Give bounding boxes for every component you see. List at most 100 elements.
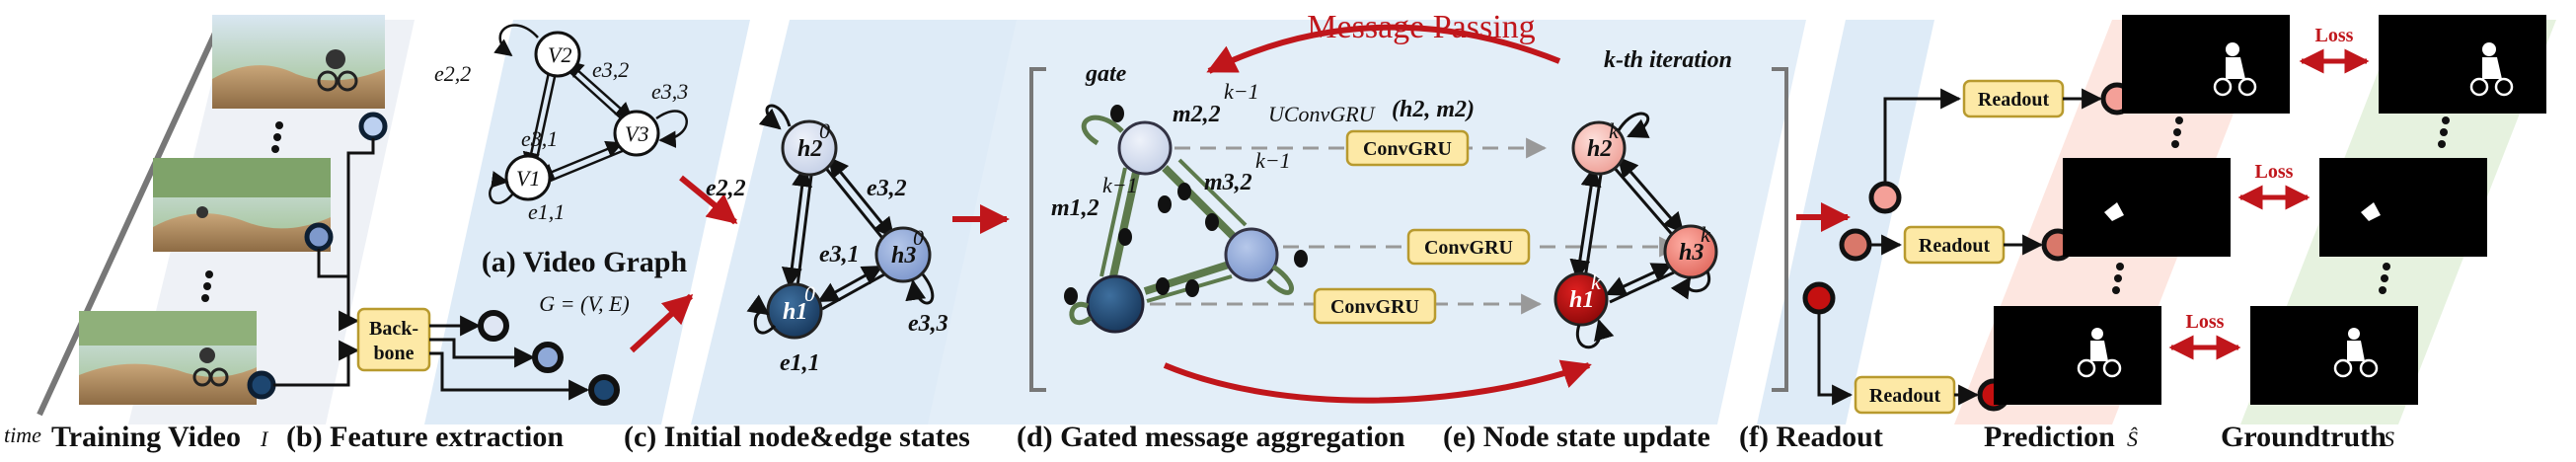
cyclist-silhouette-icon xyxy=(2333,328,2379,378)
rider-icon xyxy=(326,49,345,69)
groundtruth-mask-3 xyxy=(2250,306,2418,405)
initial-node-h2 xyxy=(781,119,838,177)
caption-training-video-symbol: I xyxy=(260,426,269,451)
u-convgru-args: (h2, m2) xyxy=(1392,97,1475,122)
updated-node-h1 xyxy=(1553,271,1609,327)
video-frames xyxy=(79,15,385,405)
u-convgru-label: UConvGRU xyxy=(1268,102,1377,126)
bike-wheel-icon xyxy=(209,367,229,387)
v2-label: V2 xyxy=(548,42,571,67)
agg-node-h2 xyxy=(1117,120,1173,176)
rider-blob-icon xyxy=(2104,202,2124,221)
bottom-captions: Training Video I (b) Feature extraction … xyxy=(51,421,2394,453)
m22-sup: k−1 xyxy=(1224,79,1259,104)
caption-readout: (f) Readout xyxy=(1739,421,1883,453)
feature-extraction: Back- bone xyxy=(247,112,620,406)
caption-feature-extraction: (b) Feature extraction xyxy=(286,421,564,453)
backbone-label-line2: bone xyxy=(373,343,414,364)
e31-label: e3,1 xyxy=(521,126,558,151)
rider-icon xyxy=(199,347,215,363)
frame-3 xyxy=(79,311,257,405)
h1-initial-label: h1 xyxy=(783,299,807,325)
aggregation-graph: gate m2,2 k−1 m1,2 k−1 m3,2 k−1 UConvGRU… xyxy=(1051,61,1475,334)
readout-label-1: Readout xyxy=(1978,89,2050,111)
frame-2-feature-node xyxy=(304,222,334,252)
readout-input-node-1 xyxy=(1868,181,1902,214)
updated-node-h2 xyxy=(1571,120,1627,176)
loss-label-2: Loss xyxy=(2255,161,2294,183)
readout-label-3: Readout xyxy=(1869,385,1941,407)
bike-wheel-icon xyxy=(337,70,358,92)
gate-label: gate xyxy=(1085,61,1127,87)
time-label: time xyxy=(4,423,41,447)
video-graph: V2 V1 V3 e2,2 e3,2 e3,1 e3,3 e1,1 (a) Vi… xyxy=(434,24,688,316)
cyclist-silhouette-icon xyxy=(2469,42,2514,97)
caption-initial-states: (c) Initial node&edge states xyxy=(624,421,970,453)
h3-initial-sup: 0 xyxy=(913,225,924,250)
video-graph-formula: G = (V, E) xyxy=(539,291,629,316)
gate-dots xyxy=(1064,105,1308,305)
rider-icon xyxy=(196,206,208,218)
prediction-mask-1 xyxy=(2122,15,2290,114)
frame-3-feature-node xyxy=(247,370,276,400)
readout-label-2: Readout xyxy=(1919,235,1991,257)
groundtruth-ellipsis-1 xyxy=(2438,116,2450,148)
caption-prediction-symbol: Ŝ xyxy=(2127,426,2138,451)
loss-links: Loss Loss Loss xyxy=(2168,25,2370,360)
prediction-mask-3 xyxy=(1994,306,2161,405)
e22-label: e2,2 xyxy=(434,61,471,86)
frame-ellipsis-1 xyxy=(271,121,283,153)
convgru-box-3 xyxy=(1313,287,1437,325)
groundtruth-mask-2 xyxy=(2319,158,2487,257)
h1-updated-label: h1 xyxy=(1569,287,1594,313)
e32-initial-label: e3,2 xyxy=(867,176,907,201)
e11-initial-label: e1,1 xyxy=(780,350,820,376)
m12-sup: k−1 xyxy=(1102,173,1138,197)
e11-label: e1,1 xyxy=(528,199,565,224)
message-passing: Message Passing k-th iteration xyxy=(1029,9,1788,404)
initial-graph: h2 0 h1 0 h3 0 e2,2 e3,2 e3,1 e1,1 e3,3 xyxy=(706,104,948,376)
graph-node-v2 xyxy=(534,31,581,78)
agg-node-h3 xyxy=(1224,227,1279,282)
agg-node-h1 xyxy=(1086,274,1145,334)
groundtruth-ellipsis-2 xyxy=(2379,263,2390,294)
frame-1-feature-node xyxy=(358,112,388,141)
h3-updated-sup: k xyxy=(1701,222,1711,247)
time-arrow xyxy=(37,16,225,417)
video-graph-title: (a) Video Graph xyxy=(482,246,688,278)
right-bracket xyxy=(1772,67,1788,392)
prediction-masks xyxy=(1994,15,2290,405)
backbone-label-line1: Back- xyxy=(369,318,418,340)
initial-node-h3 xyxy=(874,226,932,283)
caption-node-update: (e) Node state update xyxy=(1443,421,1710,453)
readout-input-node-2 xyxy=(1839,228,1872,262)
caption-groundtruth-symbol: S xyxy=(2384,426,2394,451)
groundtruth-masks xyxy=(2250,15,2546,405)
rider-blob-icon xyxy=(2361,202,2381,221)
caption-groundtruth: Groundtruth xyxy=(2221,421,2387,453)
convgru-box-2 xyxy=(1406,228,1531,266)
h2-initial-label: h2 xyxy=(797,136,822,162)
prediction-mask-2 xyxy=(2063,158,2231,257)
prediction-ellipsis-2 xyxy=(2112,263,2124,294)
convgru-box-1 xyxy=(1345,129,1470,167)
h2-initial-sup: 0 xyxy=(819,118,830,143)
h1-initial-sup: 0 xyxy=(804,281,815,306)
updated-graph: h2 k h1 k h3 k xyxy=(1553,112,1718,349)
convgru-connectors: ConvGRU ConvGRU ConvGRU xyxy=(1150,129,1681,325)
e33-initial-label: e3,3 xyxy=(908,311,948,337)
loss-label-3: Loss xyxy=(2186,311,2225,333)
h2-updated-label: h2 xyxy=(1587,136,1612,162)
bike-wheel-icon xyxy=(317,70,339,92)
frame-1 xyxy=(212,15,385,109)
convgru-label-3: ConvGRU xyxy=(1330,296,1419,318)
e33-label: e3,3 xyxy=(651,79,688,104)
convgru-label-1: ConvGRU xyxy=(1363,138,1452,160)
prediction-ellipsis-1 xyxy=(2171,116,2183,148)
m32-sup: k−1 xyxy=(1255,148,1291,173)
e32-label: e3,2 xyxy=(592,57,629,82)
stage-arrows xyxy=(629,175,1851,353)
h2-updated-sup: k xyxy=(1609,118,1620,143)
